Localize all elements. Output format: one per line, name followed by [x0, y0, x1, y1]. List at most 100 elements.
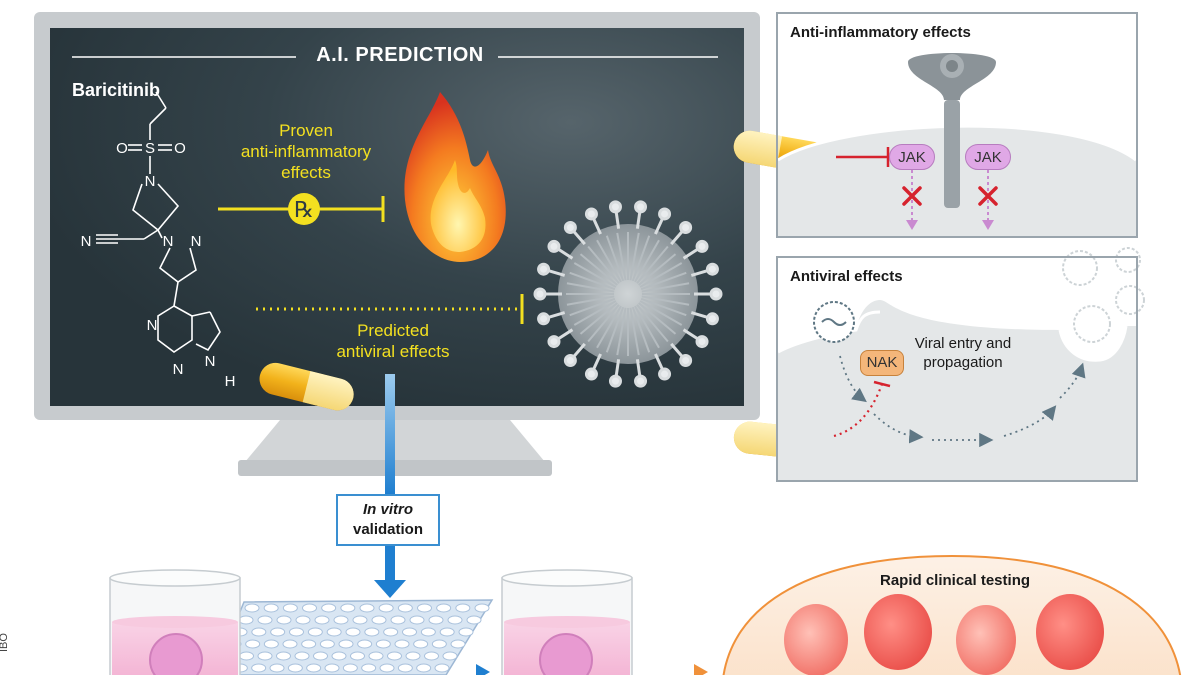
- well: [270, 627, 286, 637]
- atom-labels: O S O N N N N N N N H: [81, 140, 236, 390]
- virus-spike-tip: [533, 287, 547, 301]
- virus-texture: [616, 232, 627, 281]
- capsule-icon: [259, 362, 354, 411]
- virus-texture: [573, 300, 617, 326]
- cell-icon: [1036, 594, 1104, 670]
- rx-icon: [288, 193, 320, 225]
- virus-spike-tip: [547, 239, 561, 253]
- well: [447, 615, 463, 625]
- well: [357, 639, 373, 649]
- well: [245, 639, 261, 649]
- well: [342, 663, 358, 673]
- atom-n-pyrazole-2: N: [191, 233, 202, 250]
- baricitinib-structure: [96, 91, 221, 353]
- virus-texture: [573, 262, 617, 288]
- rapid-clinical-testing-label: Rapid clinical testing: [879, 572, 1031, 589]
- proven-line-2: anti-inflammatory: [240, 142, 372, 161]
- virus-spike-tip: [608, 200, 622, 214]
- well: [295, 615, 311, 625]
- nak-badge: NAK: [860, 350, 904, 376]
- well: [379, 663, 395, 673]
- in-vitro-validation-box: In vitro validation: [336, 494, 440, 546]
- virus-texture: [638, 253, 677, 286]
- well: [276, 651, 291, 661]
- panel-title: Anti-inflammatory effects: [790, 24, 971, 41]
- well: [368, 651, 384, 661]
- virus-texture: [641, 282, 690, 293]
- virus-texture: [631, 306, 651, 353]
- cell-icon: [956, 605, 1016, 675]
- atom-n-pyrrole: N: [205, 353, 216, 370]
- virus-spike-tip: [547, 335, 561, 349]
- virus-spike-tip: [634, 374, 648, 388]
- viral-entry-label: Viral entry and propagation: [908, 334, 1018, 372]
- virus-texture: [616, 307, 627, 356]
- well: [302, 603, 317, 613]
- well: [439, 627, 455, 637]
- virus-spike-tip: [537, 312, 551, 326]
- virus-texture: [569, 297, 616, 317]
- well: [263, 639, 279, 649]
- virus-spike-tip: [705, 312, 719, 326]
- well: [306, 663, 322, 673]
- well: [364, 627, 380, 637]
- predicted-line-1: Predicted: [357, 321, 429, 340]
- anti-inflammatory-panel: Anti-inflammatory effects: [776, 12, 1138, 238]
- beaker-icon: [109, 569, 241, 675]
- well: [359, 603, 375, 613]
- jak-badge-left: JAK: [889, 144, 935, 170]
- well: [458, 627, 474, 637]
- atom-n-azetidine: N: [145, 173, 156, 190]
- viral-entry-line-2: propagation: [923, 354, 1003, 371]
- well: [324, 663, 340, 673]
- well: [287, 663, 303, 673]
- well: [375, 639, 391, 649]
- rx-symbol: ℞: [294, 197, 314, 222]
- well: [282, 603, 298, 613]
- jak-badge-right: JAK: [965, 144, 1011, 170]
- well: [405, 651, 421, 661]
- clinical-testing-dome: [722, 554, 1182, 675]
- well: [257, 615, 273, 625]
- virus-texture: [569, 271, 616, 291]
- virus-texture: [639, 262, 683, 288]
- virus-texture: [638, 302, 677, 335]
- atom-o-left: O: [116, 140, 128, 157]
- well: [244, 603, 260, 613]
- atom-s: S: [145, 140, 155, 157]
- well: [301, 639, 317, 649]
- virus-spike-tip: [584, 367, 598, 381]
- cell-icon: [784, 604, 848, 675]
- virus-texture: [566, 282, 615, 293]
- atom-o-right: O: [174, 140, 186, 157]
- virus-icon: [813, 301, 855, 343]
- virus-texture: [605, 306, 625, 353]
- virus-texture: [639, 300, 683, 326]
- virus-texture: [629, 232, 640, 281]
- receptor-icon: [908, 53, 996, 208]
- well: [352, 615, 368, 625]
- cell-icon: [539, 633, 593, 675]
- well: [239, 651, 254, 661]
- well: [455, 603, 471, 613]
- antiviral-panel: Antiviral effects: [776, 256, 1138, 482]
- cell-icon: [149, 633, 203, 675]
- well: [420, 627, 436, 637]
- atom-n-pyrazole-1: N: [163, 233, 174, 250]
- well: [307, 627, 323, 637]
- virus-spike-tip: [608, 374, 622, 388]
- well: [466, 615, 482, 625]
- well: [251, 627, 267, 637]
- virus-spike-tip: [658, 367, 672, 381]
- virus-texture: [605, 235, 625, 282]
- anti-inflammatory-diagram: [777, 53, 1137, 236]
- well: [474, 603, 490, 613]
- well: [431, 639, 447, 649]
- well: [333, 615, 349, 625]
- well: [397, 663, 413, 673]
- well-plate-icon: [213, 599, 494, 675]
- well: [371, 615, 387, 625]
- panel-title: Antiviral effects: [790, 268, 903, 285]
- virus-spike-tip: [563, 220, 577, 234]
